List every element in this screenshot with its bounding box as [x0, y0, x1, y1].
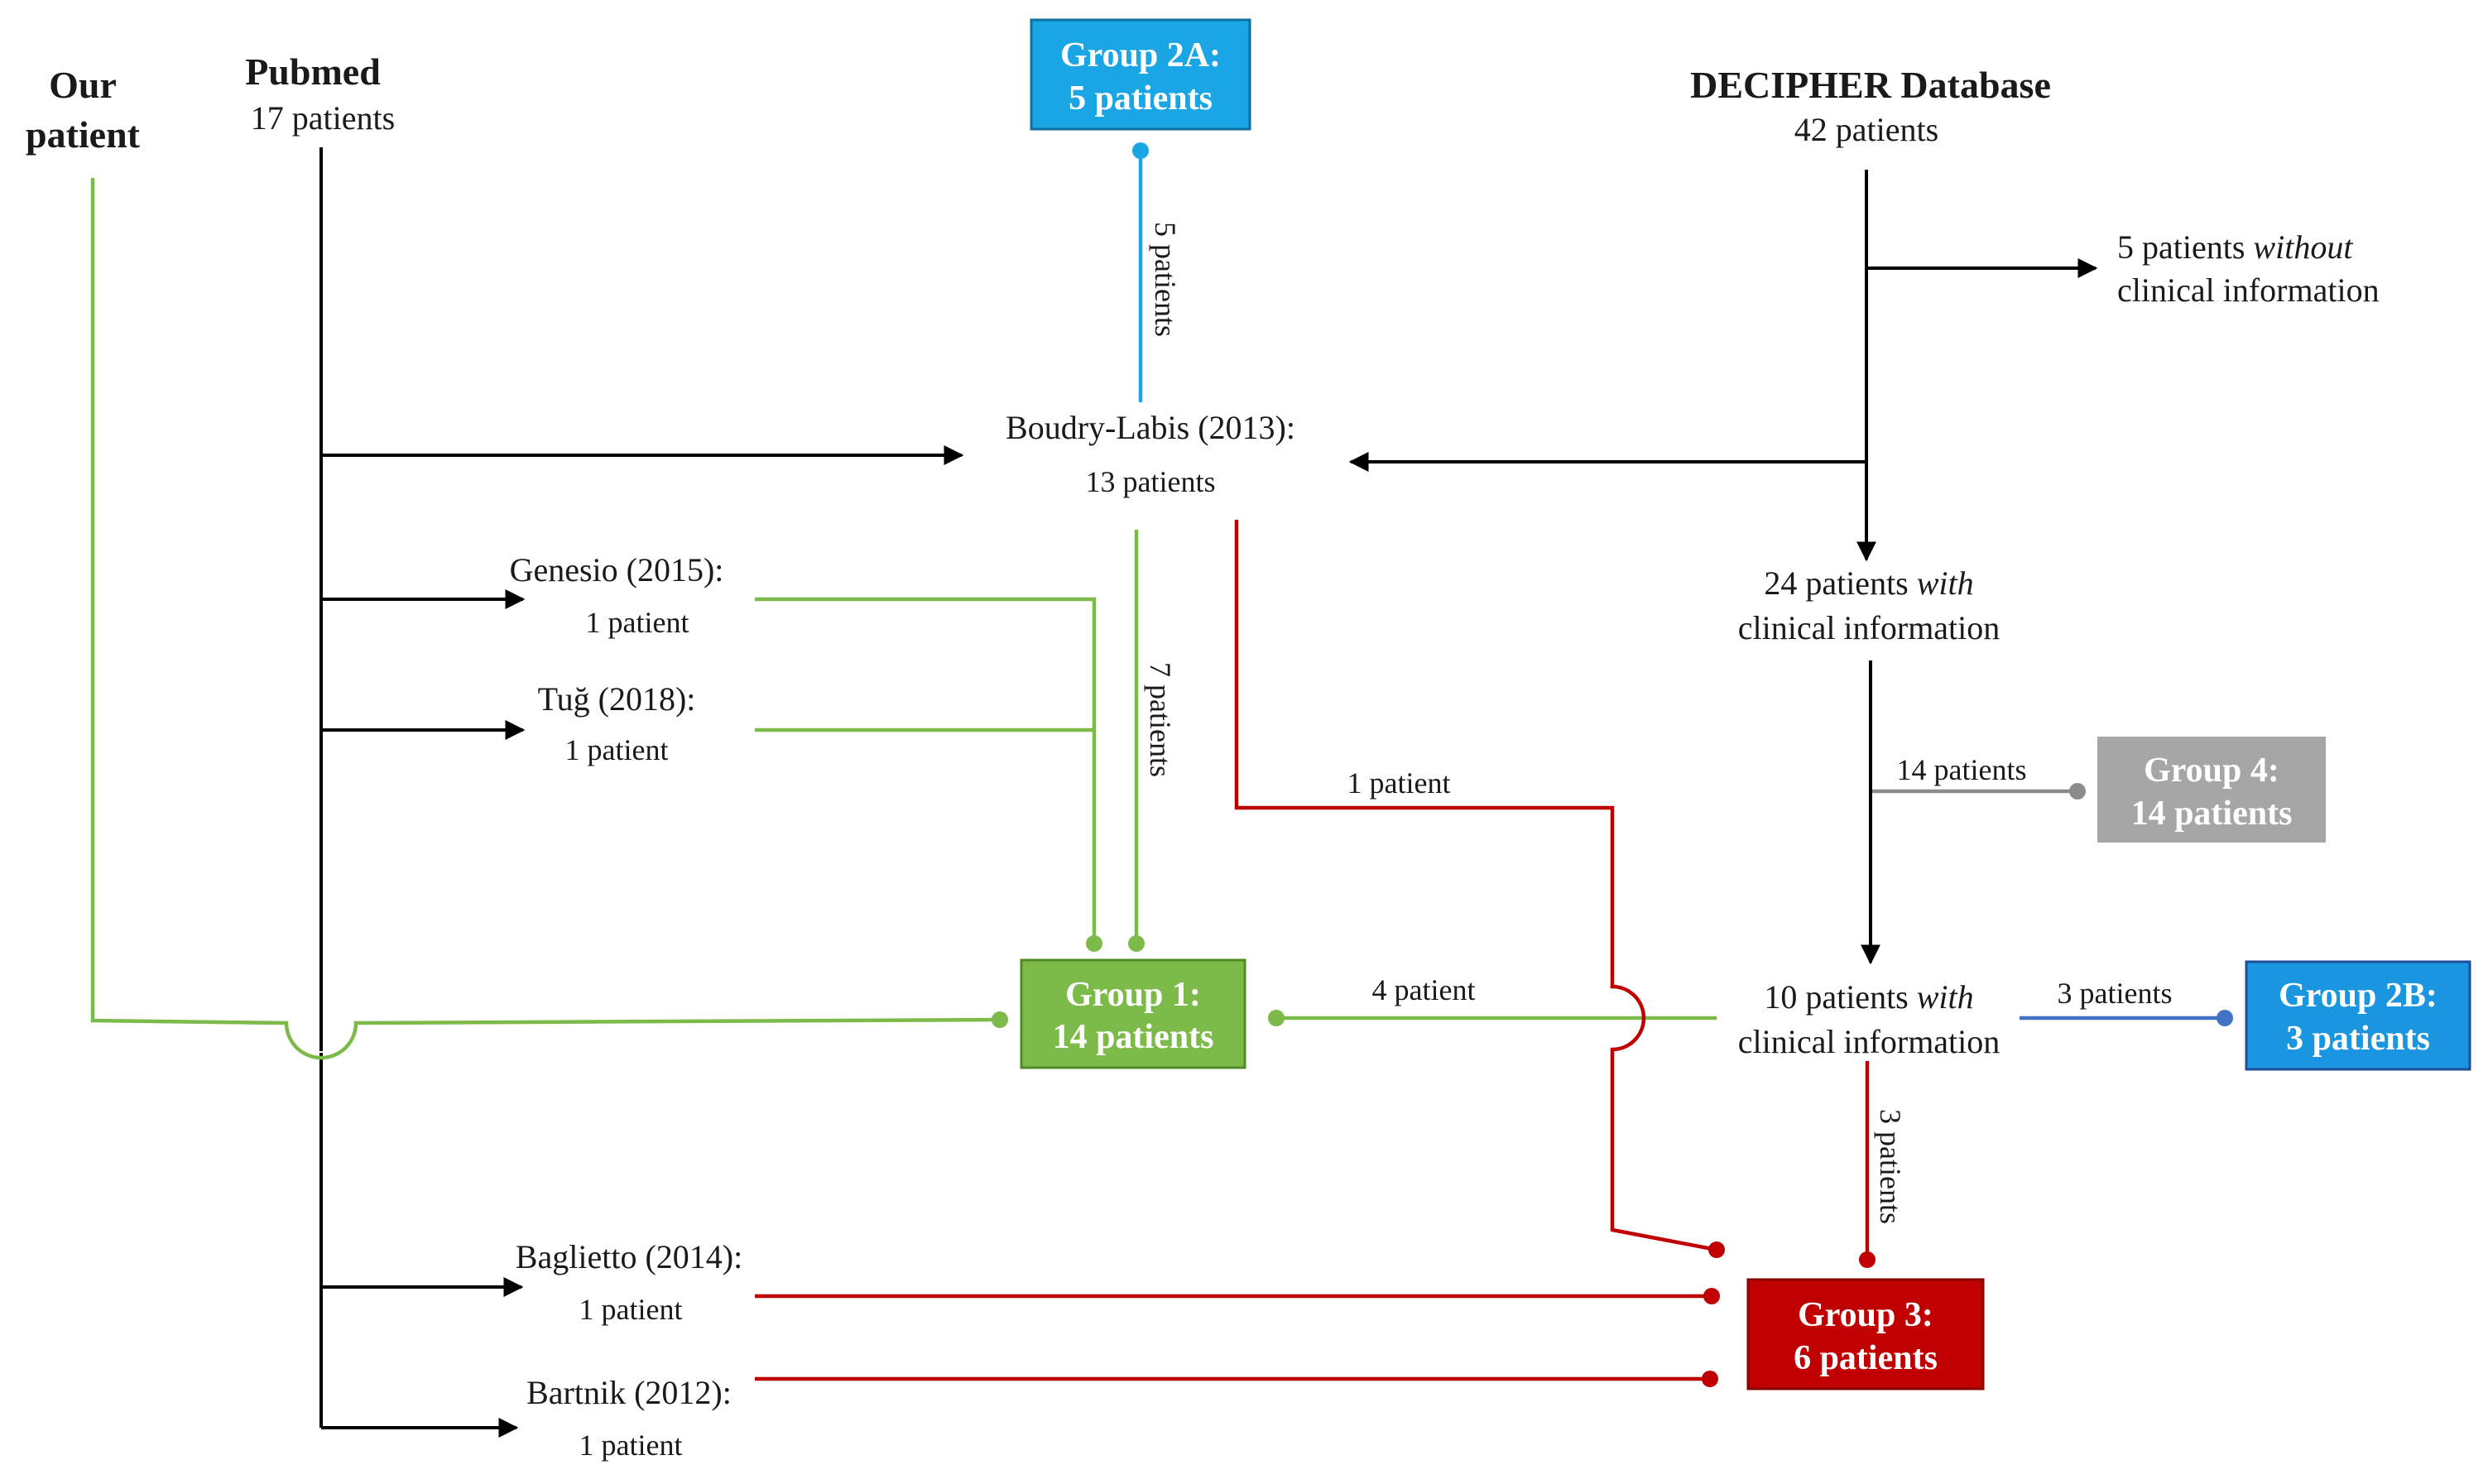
svg-text:24 patients with: 24 patients with	[1764, 564, 1973, 602]
study-boudry-labis: Boudry-Labis (2013): 13 patients	[1006, 409, 1295, 498]
edge-dot-group-2b	[2217, 1010, 2233, 1026]
group-1-box: Group 1: 14 patients	[1020, 958, 1246, 1069]
group-3-box: Group 3: 6 patients	[1746, 1278, 1985, 1390]
svg-text:Group 2A:: Group 2A:	[1060, 36, 1221, 74]
edge-dot-group-3-from-boudry	[1708, 1241, 1725, 1258]
edge-label-boudry-to-group-3: 1 patient	[1347, 766, 1451, 800]
edge-dot-group-3-from-10	[1859, 1251, 1876, 1268]
edge-label-10-to-group-2b: 3 patients	[2058, 977, 2173, 1010]
svg-text:14 patients: 14 patients	[1053, 1018, 1214, 1056]
decipher-10-with-clinical-info: 10 patients with clinical information	[1738, 978, 2000, 1060]
edge-boudry-to-group-3	[1234, 520, 1717, 1252]
svg-text:5 patients without: 5 patients without	[2117, 228, 2353, 266]
svg-text:clinical information: clinical information	[2117, 271, 2380, 309]
decipher-without-clinical-info: 5 patients without clinical information	[2117, 228, 2380, 309]
pubmed-label: Pubmed 17 patients	[245, 50, 395, 137]
svg-text:1 patient: 1 patient	[586, 606, 689, 639]
study-tug: Tuğ (2018): 1 patient	[538, 680, 696, 766]
edge-label-10-to-group-1: 4 patient	[1372, 973, 1476, 1006]
edge-genesio-to-group-1	[755, 597, 1097, 944]
svg-text:Bartnik (2012):: Bartnik (2012):	[526, 1374, 732, 1411]
svg-text:Baglietto (2014):: Baglietto (2014):	[516, 1238, 742, 1275]
svg-text:1 patient: 1 patient	[579, 1293, 683, 1326]
svg-text:patient: patient	[26, 113, 141, 156]
svg-text:1 patient: 1 patient	[579, 1429, 683, 1462]
svg-text:5 patients: 5 patients	[1069, 79, 1213, 118]
group-4-box: Group 4: 14 patients	[2097, 737, 2326, 843]
svg-text:14 patients: 14 patients	[2131, 795, 2293, 833]
study-genesio: Genesio (2015): 1 patient	[510, 551, 724, 639]
svg-text:1 patient: 1 patient	[565, 733, 669, 766]
svg-text:17 patients: 17 patients	[251, 99, 395, 137]
svg-text:Group 2B:: Group 2B:	[2279, 977, 2438, 1015]
svg-text:Group 1:: Group 1:	[1065, 976, 1201, 1014]
edge-dot-group-2a	[1132, 142, 1149, 159]
svg-text:Pubmed: Pubmed	[245, 50, 381, 93]
svg-text:DECIPHER Database: DECIPHER Database	[1690, 64, 2051, 106]
edge-dot-group-1-our-patient	[992, 1011, 1008, 1028]
svg-text:clinical information: clinical information	[1738, 1023, 2000, 1060]
edge-label-boudry-to-group-1: 7 patients	[1144, 662, 1177, 777]
edge-label-10-to-group-3: 3 patients	[1874, 1109, 1907, 1224]
edge-dot-group-3-from-bartnik	[1702, 1371, 1718, 1387]
study-baglietto: Baglietto (2014): 1 patient	[516, 1238, 742, 1326]
decipher-database-label: DECIPHER Database 42 patients	[1690, 64, 2051, 148]
study-bartnik: Bartnik (2012): 1 patient	[526, 1374, 732, 1462]
svg-text:Boudry-Labis (2013):: Boudry-Labis (2013):	[1006, 409, 1295, 446]
edge-dot-group-3-from-baglietto	[1703, 1288, 1720, 1304]
group-2b-box: Group 2B: 3 patients	[2245, 960, 2471, 1071]
edge-dot-group-1-right	[1128, 935, 1145, 952]
svg-text:42 patients: 42 patients	[1794, 111, 1938, 148]
edge-dot-group-1-left	[1086, 935, 1102, 952]
svg-text:Our: Our	[49, 64, 117, 106]
svg-text:Group 3:: Group 3:	[1798, 1296, 1933, 1334]
edge-dot-group-1-from-10	[1268, 1010, 1285, 1026]
svg-text:Genesio (2015):: Genesio (2015):	[510, 551, 724, 588]
svg-text:3 patients: 3 patients	[2286, 1020, 2430, 1058]
decipher-24-with-clinical-info: 24 patients with clinical information	[1738, 564, 2000, 646]
svg-text:Tuğ (2018):: Tuğ (2018):	[538, 680, 696, 718]
edge-our-patient-to-group-1	[90, 178, 1001, 1060]
group-2a-box: Group 2A: 5 patients	[1030, 18, 1251, 131]
our-patient-label: Our patient	[26, 64, 141, 156]
edge-dot-group-4	[2069, 783, 2086, 800]
svg-text:clinical information: clinical information	[1738, 609, 2000, 646]
edge-label-24-to-group-4: 14 patients	[1897, 753, 2027, 786]
svg-text:6 patients: 6 patients	[1794, 1339, 1938, 1377]
svg-text:13 patients: 13 patients	[1086, 465, 1216, 498]
svg-text:Group 4:: Group 4:	[2144, 752, 2279, 790]
edge-label-boudry-to-group-2a: 5 patients	[1149, 222, 1182, 337]
svg-text:10 patients with: 10 patients with	[1764, 978, 1973, 1016]
